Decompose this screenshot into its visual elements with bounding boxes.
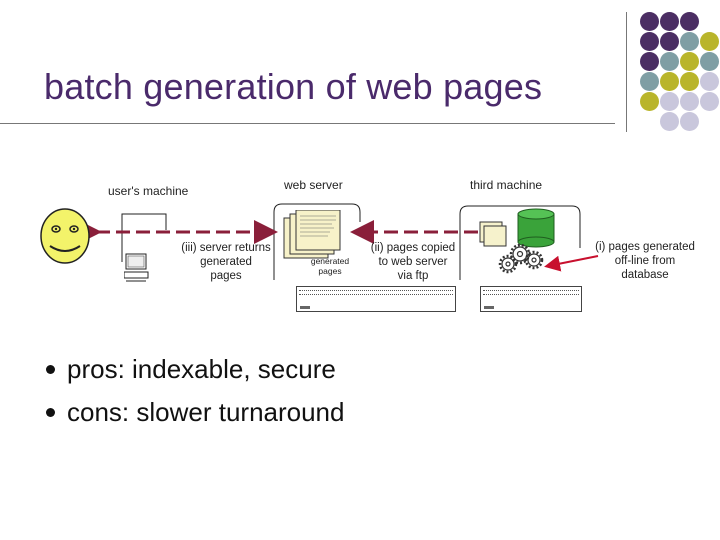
deco-dot: [640, 72, 659, 91]
deco-dot: [700, 92, 719, 111]
deco-dot: [640, 52, 659, 71]
red-arrow-database: [544, 255, 599, 272]
caption-step-i-line: database: [621, 269, 669, 281]
bullet-marker: [46, 407, 55, 417]
vertical-rule: [626, 12, 627, 132]
deco-dot: [680, 112, 699, 131]
web-pages-stack-icon: [283, 210, 341, 259]
gears-icon: [498, 243, 544, 274]
generated-pages-label-line: pages: [318, 266, 342, 276]
slide-title: batch generation of web pages: [44, 66, 543, 107]
caption-step-i: (i) pages generated off-line from databa…: [586, 240, 704, 282]
deco-dot: [660, 112, 679, 131]
generated-pages-label: generated pages: [300, 256, 360, 276]
deco-dot: [640, 92, 659, 111]
bullet-cons: cons: slower turnaround: [46, 397, 344, 428]
deco-dot: [660, 12, 679, 31]
caption-step-ii-line: (ii) pages copied: [370, 242, 456, 254]
deco-dot: [660, 92, 679, 111]
caption-step-iii-line: (iii) server returns: [181, 242, 271, 254]
deco-dot: [680, 72, 699, 91]
deco-dot: [660, 32, 679, 51]
bullet-text: cons: slower turnaround: [67, 397, 345, 427]
web-server-bracket: [273, 203, 361, 280]
bullet-marker: [46, 364, 55, 374]
caption-step-iii-line: pages: [210, 270, 242, 282]
deco-dot: [640, 32, 659, 51]
caption-step-ii-line: via ftp: [397, 270, 429, 282]
deco-dot: [640, 12, 659, 31]
bullet-pros: pros: indexable, secure: [46, 354, 336, 385]
label-web-server: web server: [284, 178, 343, 192]
generated-pages-label-line: generated: [310, 256, 350, 266]
deco-dot: [680, 32, 699, 51]
deco-dot: [680, 52, 699, 71]
bullet-text: pros: indexable, secure: [67, 354, 336, 384]
caption-step-iii-line: generated: [200, 256, 252, 268]
label-third-machine: third machine: [470, 178, 543, 192]
deco-dot: [680, 92, 699, 111]
web-server-box: [296, 286, 456, 312]
third-machine-bracket: [459, 205, 581, 280]
title-rule: [0, 123, 615, 124]
deco-dot: [680, 12, 699, 31]
database-icon: [517, 208, 555, 248]
caption-step-ii: (ii) pages copied to web server via ftp: [360, 241, 466, 283]
deco-dot: [700, 32, 719, 51]
caption-step-i-line: off-line from: [614, 255, 676, 267]
caption-step-ii-line: to web server: [378, 256, 448, 268]
third-machine-icons: [479, 208, 555, 274]
deco-dot: [700, 52, 719, 71]
smiley-user-icon: [40, 208, 90, 264]
deco-dot: [660, 72, 679, 91]
third-machine-box: [480, 286, 582, 312]
caption-step-iii: (iii) server returns generated pages: [176, 241, 276, 283]
caption-step-i-line: (i) pages generated: [595, 241, 695, 253]
label-users-machine: user's machine: [108, 184, 189, 198]
deco-dot: [660, 52, 679, 71]
computer-icon: [124, 253, 149, 282]
deco-dot: [700, 72, 719, 91]
